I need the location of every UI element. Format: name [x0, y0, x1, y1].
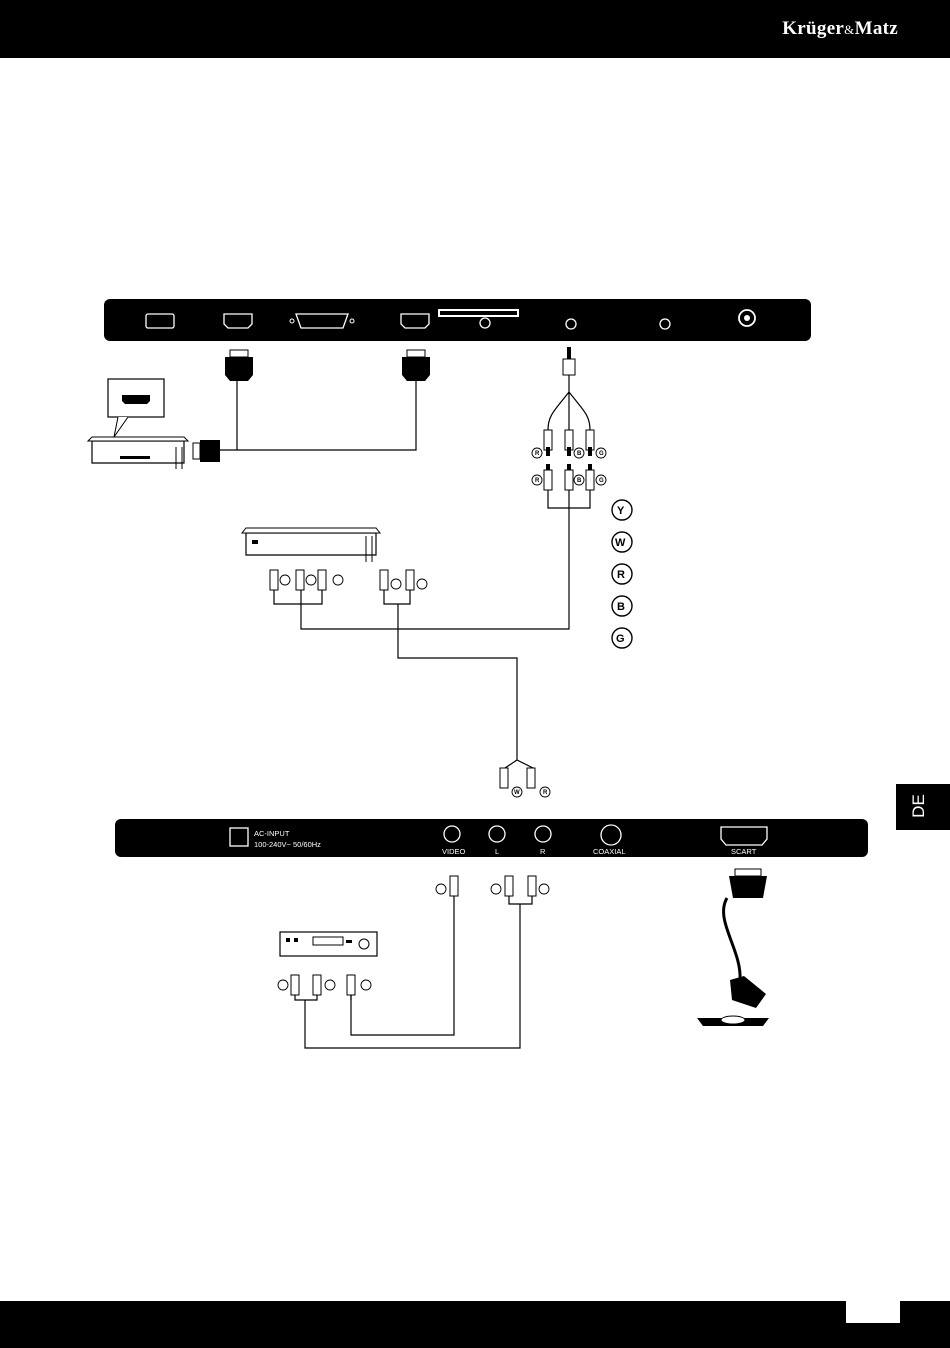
audio-player-icon	[278, 932, 377, 1000]
bottom-panel: AC-INPUT 100-240V~ 50/60Hz VIDEO L R COA…	[115, 819, 868, 857]
legend-g: G	[616, 633, 625, 645]
hdmi-cable	[193, 350, 430, 462]
legend-b: B	[617, 601, 625, 613]
legend-r: R	[617, 569, 625, 581]
svg-text:W: W	[514, 790, 520, 796]
component-cable: R B G R B G	[301, 347, 606, 629]
svg-text:G: G	[599, 451, 604, 457]
svg-text:B: B	[577, 451, 582, 457]
svg-text:R: R	[543, 790, 548, 796]
scart-cable-icon	[697, 869, 769, 1026]
audio-r-label: R	[540, 847, 546, 856]
legend-y: Y	[617, 505, 625, 517]
legend-w: W	[615, 537, 626, 549]
ac-input-label: AC-INPUT	[254, 829, 290, 838]
audio-l-label: L	[495, 847, 499, 856]
av-cable-bottom	[305, 876, 549, 1048]
svg-text:G: G	[599, 478, 604, 484]
video-label: VIDEO	[442, 847, 466, 856]
svg-text:B: B	[577, 478, 582, 484]
audio-plugs-top: W R	[500, 760, 550, 797]
svg-text:R: R	[535, 478, 540, 484]
color-legend: Y W R B G	[612, 500, 632, 648]
set-top-box-icon	[88, 379, 188, 469]
coaxial-label: COAXIAL	[593, 847, 626, 856]
scart-label: SCART	[731, 847, 757, 856]
top-tv-panel	[104, 299, 811, 341]
svg-text:R: R	[535, 451, 540, 457]
ac-spec-label: 100-240V~ 50/60Hz	[254, 840, 321, 849]
dvd-player-icon	[242, 528, 517, 760]
